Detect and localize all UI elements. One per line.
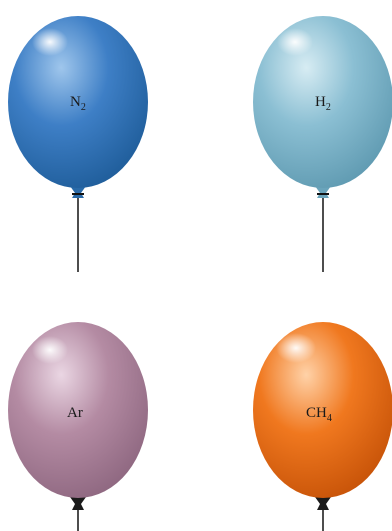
balloon-body <box>253 16 392 188</box>
balloon-body <box>8 16 148 188</box>
balloon-highlight <box>277 28 313 56</box>
balloon-knot <box>315 497 331 510</box>
balloon-body <box>8 322 148 498</box>
balloon-n2: N2 <box>8 16 148 272</box>
balloon-highlight <box>32 28 68 56</box>
balloon-knot <box>70 497 86 510</box>
balloon-h2: H2 <box>253 16 392 272</box>
gas-label-h2: H2 <box>315 94 331 113</box>
balloon-highlight <box>32 336 68 364</box>
gas-label-ar: Ar <box>67 405 83 421</box>
balloon-ch4: CH4 <box>253 322 392 531</box>
balloon-body <box>253 322 392 498</box>
gas-label-n2: N2 <box>70 94 86 113</box>
balloon-ar: Ar <box>8 322 148 531</box>
gas-label-ch4: CH4 <box>306 405 332 424</box>
balloon-highlight <box>276 333 316 363</box>
